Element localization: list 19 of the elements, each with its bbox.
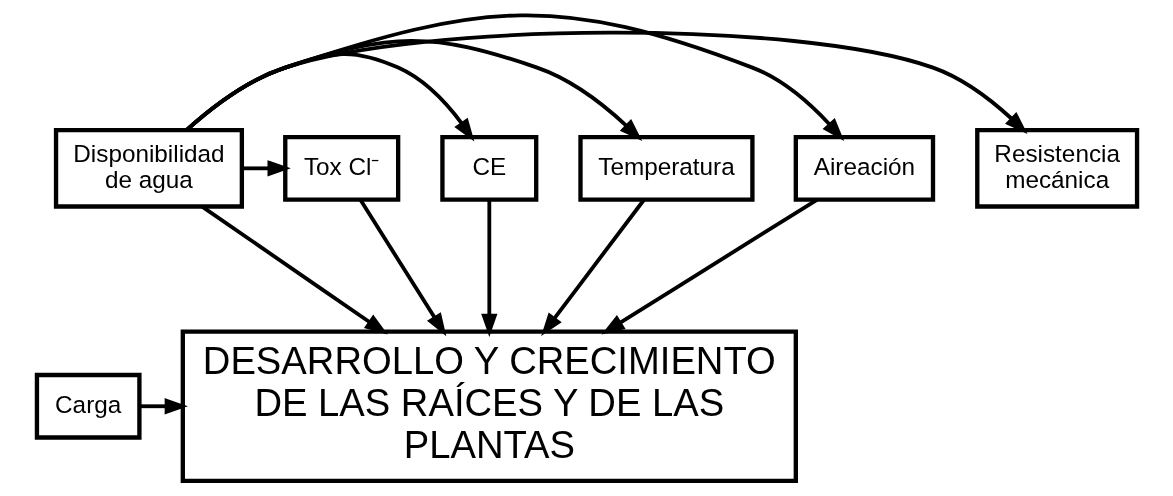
arrow: [185, 52, 474, 142]
arrow: [601, 198, 818, 335]
node-box: Tox Cl⁻: [282, 134, 400, 202]
node-box: Carga: [34, 372, 142, 440]
arrow: [185, 39, 642, 141]
node-box: Temperatura: [577, 134, 755, 202]
node-box: CE: [439, 134, 538, 202]
arrow: [139, 398, 188, 415]
arrow: [241, 160, 291, 177]
arrow: [540, 198, 646, 336]
arrow: [358, 198, 446, 337]
arrow: [185, 13, 844, 141]
arrow: [480, 199, 497, 338]
node-box: Aireación: [793, 134, 935, 202]
node-box: Resistencia mecánica: [974, 127, 1139, 209]
node-box: DESARROLLO Y CRECIMIENTO DE LAS RAÍCES Y DE LAS PLANTAS: [180, 329, 798, 484]
node-box: Disponibilidad de agua: [53, 127, 244, 209]
arrow: [200, 205, 388, 335]
arrow: [185, 30, 1027, 134]
